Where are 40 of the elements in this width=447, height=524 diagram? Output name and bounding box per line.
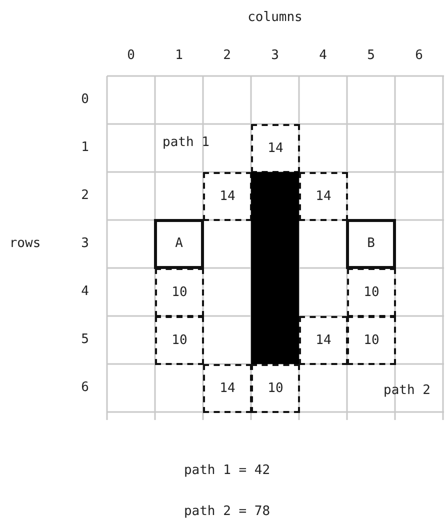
path-cell: [155, 316, 204, 365]
row-number: 6: [81, 380, 89, 396]
cost-value: 10: [268, 380, 284, 396]
column-number: 2: [223, 48, 231, 64]
path-name: path 1: [162, 135, 210, 151]
column-number: 0: [127, 48, 135, 64]
row-number: 0: [81, 92, 89, 108]
cost-value: 14: [316, 332, 332, 348]
path-cell: [155, 268, 204, 317]
path-total: path 2 = 78: [184, 504, 270, 520]
path-name: path 2: [384, 383, 430, 399]
column-number: 1: [175, 48, 183, 64]
row-number: 1: [81, 140, 89, 156]
path-total: path 1 = 42: [184, 463, 270, 479]
endpoint-cell: [346, 219, 396, 269]
cost-value: 10: [172, 332, 188, 348]
column-number: 6: [415, 48, 423, 64]
row-number: 5: [81, 332, 89, 348]
column-number: 5: [367, 48, 375, 64]
cost-value: 14: [220, 188, 236, 204]
wall-block: [251, 172, 299, 364]
cost-value: 14: [220, 380, 236, 396]
row-number: 3: [81, 236, 89, 252]
cost-value: 10: [364, 284, 380, 300]
cost-value: 14: [316, 188, 332, 204]
axis-title: columns: [248, 10, 302, 26]
column-number: 4: [319, 48, 327, 64]
axis-title: rows: [9, 236, 41, 252]
cost-value: A: [175, 236, 183, 252]
path-cell: [347, 268, 396, 317]
cost-value: B: [367, 236, 375, 252]
endpoint-cell: [154, 219, 204, 269]
row-number: 2: [81, 188, 89, 204]
cost-value: 14: [268, 140, 284, 156]
path-cell: [347, 316, 396, 365]
cost-value: 10: [364, 332, 380, 348]
row-number: 4: [81, 284, 89, 300]
column-number: 3: [271, 48, 279, 64]
cost-value: 10: [172, 284, 188, 300]
path-cell: [203, 364, 252, 413]
